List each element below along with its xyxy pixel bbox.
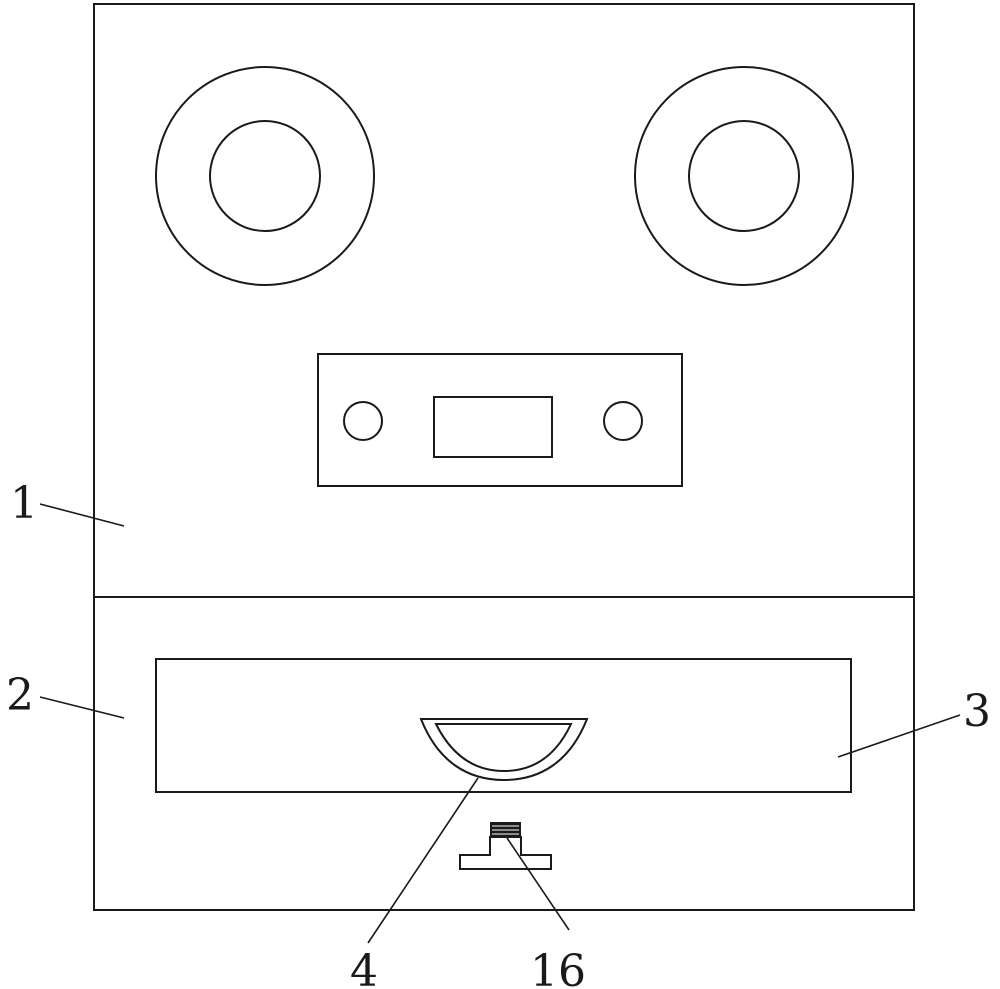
right-reel-hub xyxy=(688,120,800,232)
callout-1: 1 xyxy=(10,478,38,529)
lower-housing xyxy=(93,596,915,911)
callout-4: 4 xyxy=(350,946,378,989)
upper-housing xyxy=(93,3,915,598)
latch-body xyxy=(459,836,552,870)
callout-3: 3 xyxy=(963,686,991,737)
leader-2 xyxy=(39,696,125,719)
latch-knurl-pattern xyxy=(492,825,519,835)
latch xyxy=(459,822,552,870)
left-reel-hub xyxy=(209,120,321,232)
control-panel xyxy=(317,353,683,487)
drawer-handle-inner xyxy=(434,723,573,773)
leader-4 xyxy=(367,777,479,944)
drawer xyxy=(155,658,852,793)
left-knob xyxy=(343,401,383,441)
right-reel xyxy=(634,66,854,286)
right-knob xyxy=(603,401,643,441)
right-reel-outer-ring xyxy=(634,66,854,286)
leader-1 xyxy=(39,503,125,527)
callout-2: 2 xyxy=(6,670,34,721)
leader-3 xyxy=(837,714,961,758)
left-reel-outer-ring xyxy=(155,66,375,286)
drawer-handle-outer xyxy=(419,718,589,782)
drawer-handle xyxy=(419,718,589,782)
leader-16 xyxy=(506,837,570,931)
display-window xyxy=(433,396,553,458)
callout-16: 16 xyxy=(530,946,586,989)
control-panel-frame xyxy=(317,353,683,487)
left-reel xyxy=(155,66,375,286)
